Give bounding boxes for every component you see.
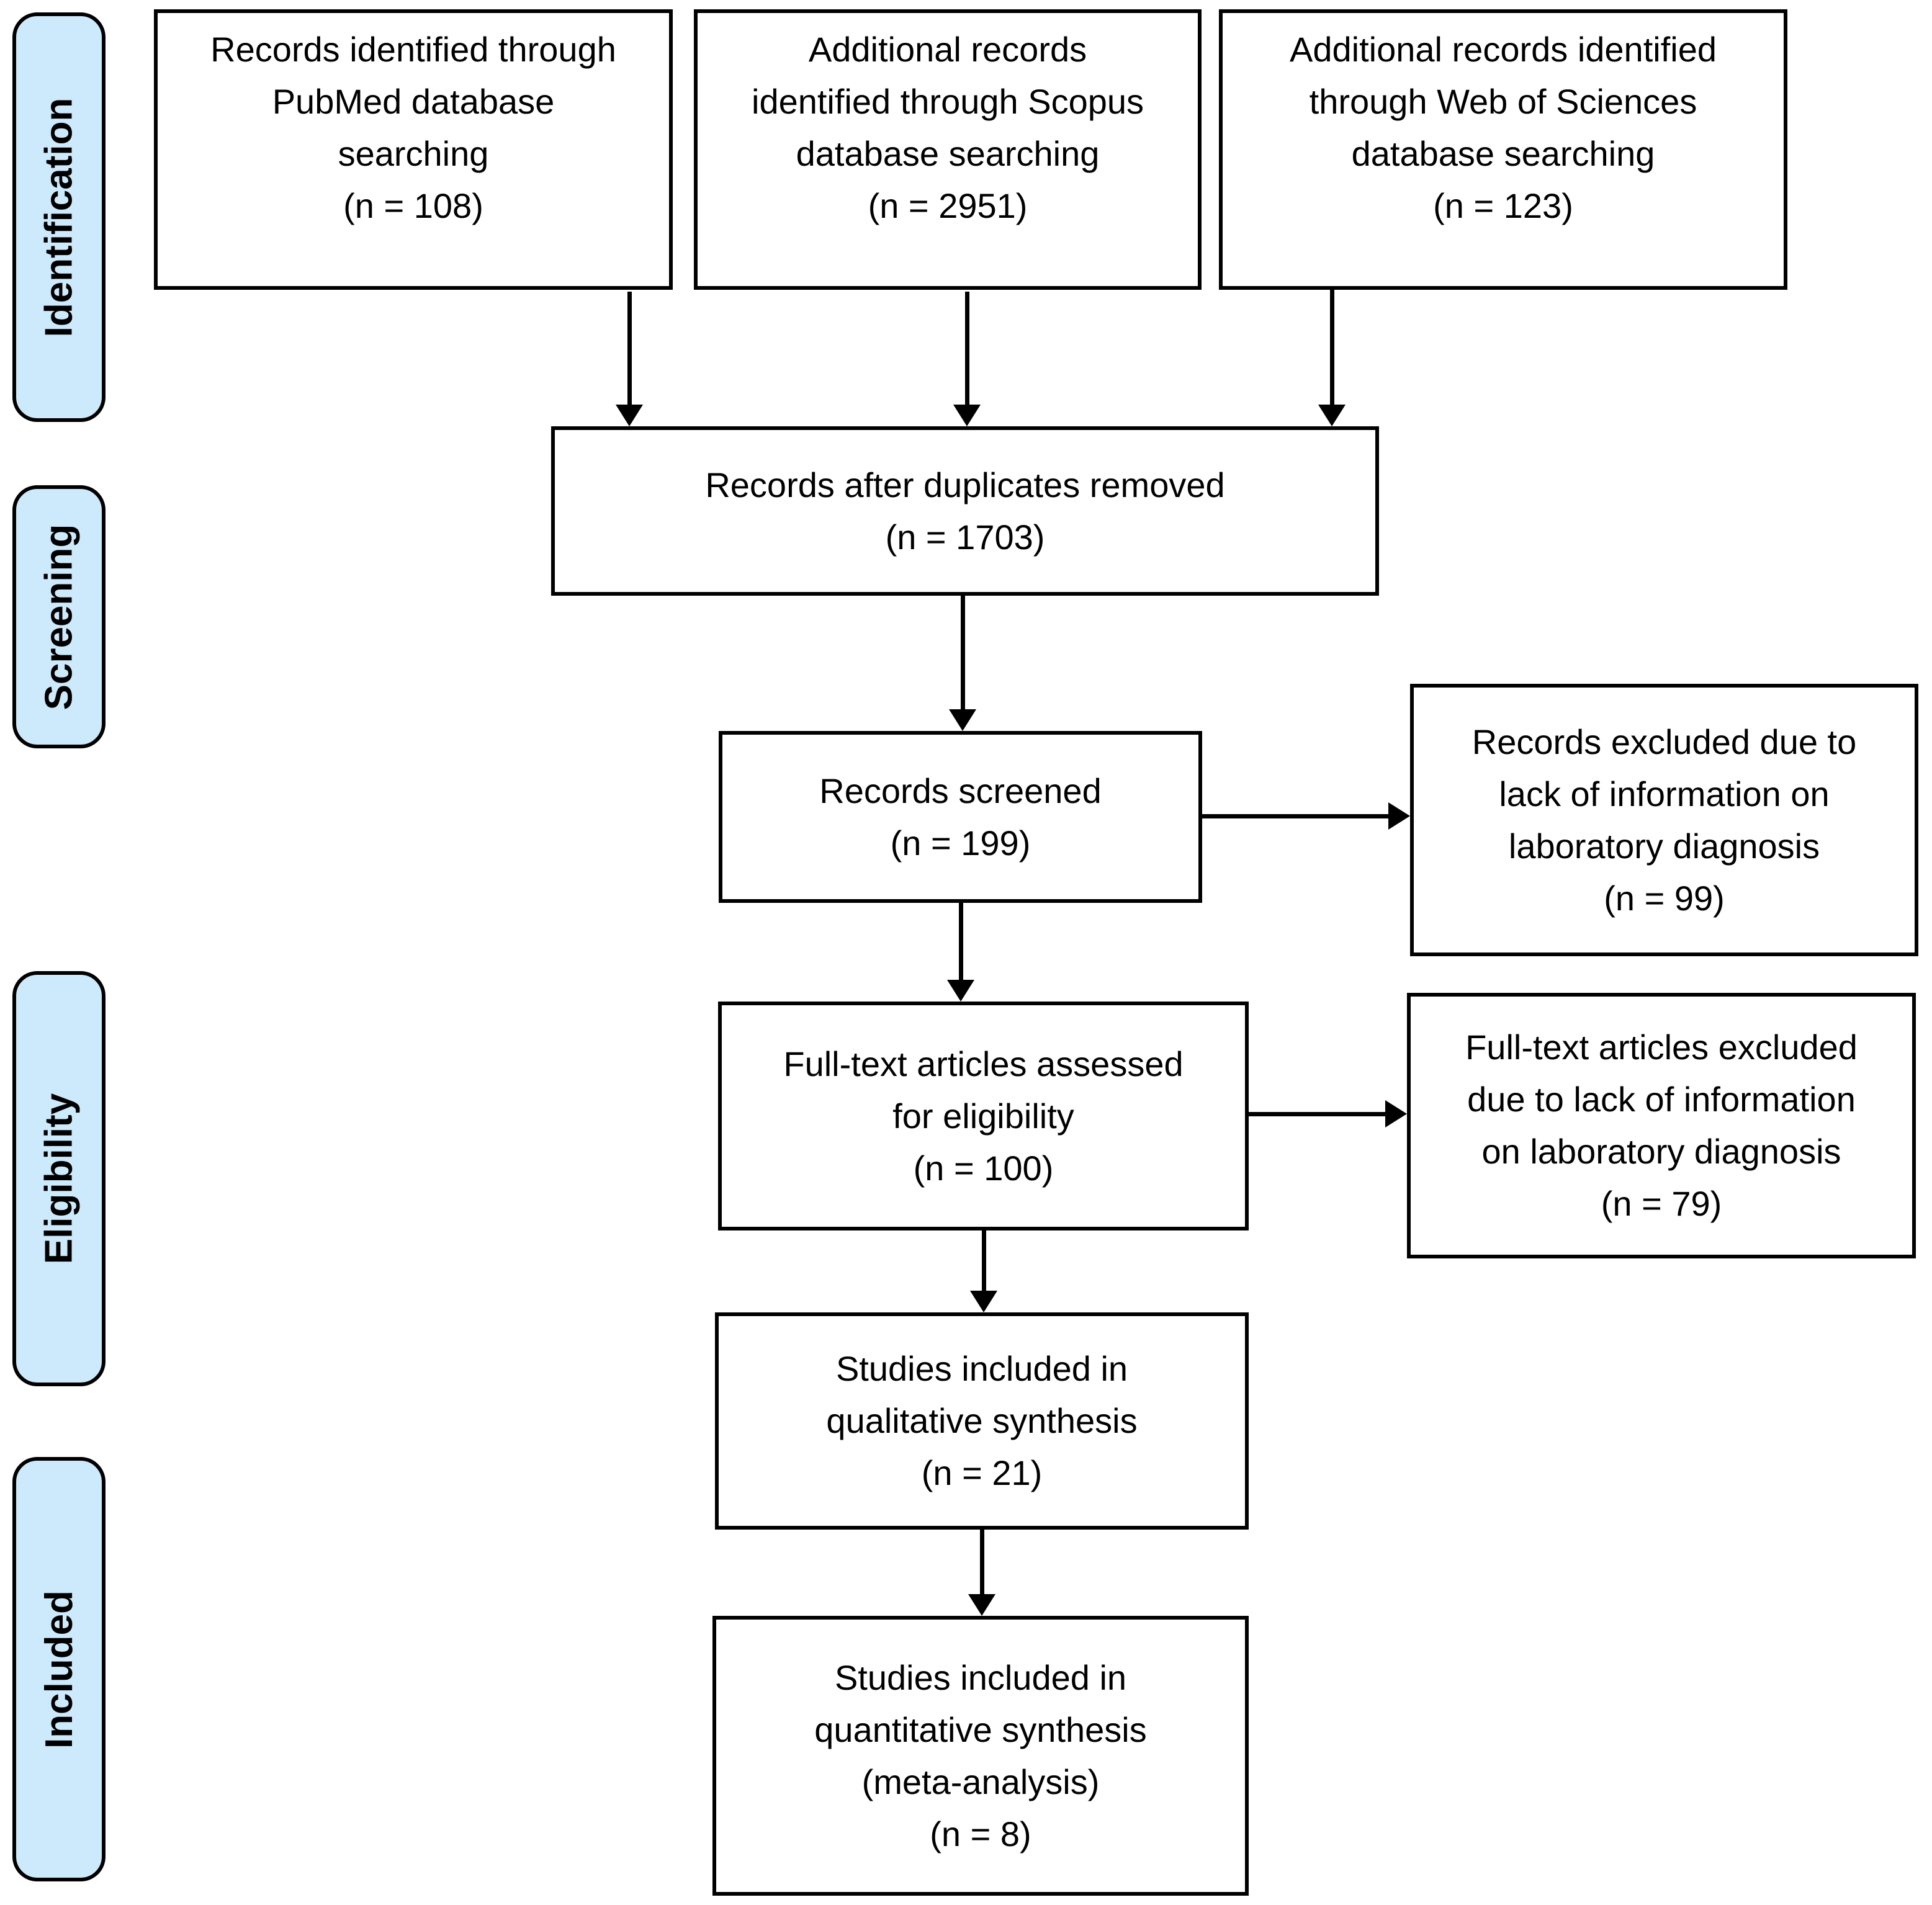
stage-identification-label: Identification: [37, 97, 81, 337]
arrow-stem: [627, 292, 632, 406]
flow-box-fulltext-assessed: Full-text articles assessed for eligibil…: [718, 1002, 1249, 1230]
flow-box-fulltext-excluded-text: Full-text articles excluded due to lack …: [1465, 1028, 1858, 1223]
arrowhead-right-icon: [1385, 1100, 1407, 1127]
flow-box-web-of-sciences: Additional records identified through We…: [1219, 9, 1787, 290]
flow-box-pubmed-text: Records identified through PubMed databa…: [210, 30, 616, 225]
arrow-stem: [1202, 814, 1390, 818]
flow-box-scopus: Additional records identified through Sc…: [694, 9, 1202, 290]
arrowhead-down-icon: [949, 709, 976, 731]
flow-box-scopus-text: Additional records identified through Sc…: [752, 30, 1144, 225]
flow-box-fulltext-excluded: Full-text articles excluded due to lack …: [1407, 993, 1916, 1258]
stage-included: Included: [12, 1457, 106, 1881]
flow-box-qualitative: Studies included in qualitative synthesi…: [715, 1312, 1249, 1530]
arrow-stem: [982, 1230, 986, 1293]
arrow-stem: [1330, 290, 1334, 406]
arrowhead-down-icon: [947, 980, 974, 1002]
flow-box-screened-excluded-text: Records excluded due to lack of informat…: [1471, 722, 1857, 918]
arrow-stem: [980, 1530, 984, 1596]
flow-box-screened-text: Records screened (n = 199): [819, 771, 1102, 863]
stage-screening-label: Screening: [37, 524, 81, 710]
arrow-stem: [959, 903, 963, 982]
flow-box-web-of-sciences-text: Additional records identified through We…: [1290, 30, 1717, 225]
flow-box-pubmed: Records identified through PubMed databa…: [154, 9, 673, 290]
stage-included-label: Included: [37, 1590, 81, 1749]
arrowhead-down-icon: [970, 1291, 997, 1312]
arrowhead-down-icon: [616, 405, 643, 426]
arrowhead-down-icon: [953, 405, 981, 426]
arrow-stem: [1249, 1112, 1387, 1116]
arrowhead-down-icon: [1318, 405, 1346, 426]
flow-box-quantitative-text: Studies included in quantitative synthes…: [814, 1657, 1147, 1853]
flow-box-screened: Records screened (n = 199): [719, 731, 1202, 903]
arrow-stem: [965, 292, 969, 406]
flow-box-screened-excluded: Records excluded due to lack of informat…: [1410, 684, 1918, 956]
stage-eligibility-label: Eligibility: [37, 1093, 81, 1265]
flow-box-after-duplicates-text: Records after duplicates removed (n = 17…: [705, 465, 1225, 557]
flow-box-fulltext-assessed-text: Full-text articles assessed for eligibil…: [783, 1044, 1184, 1188]
flow-box-quantitative: Studies included in quantitative synthes…: [712, 1616, 1249, 1896]
stage-identification: Identification: [12, 12, 106, 422]
arrowhead-down-icon: [968, 1594, 995, 1616]
stage-screening: Screening: [12, 485, 106, 748]
flow-box-after-duplicates: Records after duplicates removed (n = 17…: [551, 426, 1379, 596]
arrowhead-right-icon: [1388, 802, 1410, 830]
flow-box-qualitative-text: Studies included in qualitative synthesi…: [826, 1349, 1138, 1492]
stage-eligibility: Eligibility: [12, 971, 106, 1386]
arrow-stem: [961, 596, 965, 711]
